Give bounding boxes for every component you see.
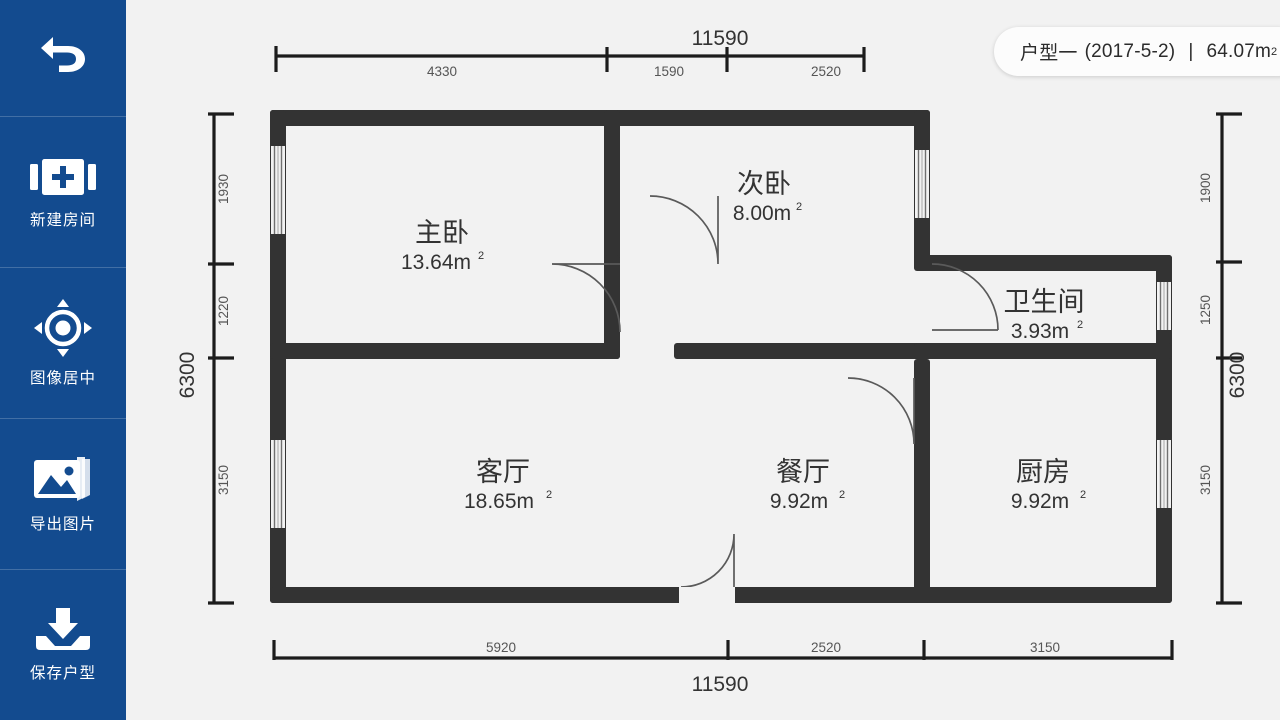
back-arrow-icon [37,29,89,78]
dim-right-total: 6300 [1226,352,1249,399]
room-name-bathroom: 卫生间 [1004,287,1085,317]
dimension-top [274,46,866,72]
dimension-right [1216,112,1242,605]
dim-top-total: 11590 [692,27,749,50]
room-label-master-bedroom: 主卧 13.64m 2 [401,218,484,274]
sidebar-item-export-image[interactable]: 导出图片 [0,418,126,569]
floor-plan-drawing: 11590 4330 1590 2520 5920 2520 3150 1159… [176,27,1249,696]
dim-top-seg-0: 4330 [427,64,457,79]
plan-title-area-unit: 2 [1271,45,1278,58]
dim-top-seg-2: 2520 [811,64,841,79]
room-name-master-bedroom: 主卧 [415,218,469,248]
dim-left-seg-2: 3150 [216,465,231,495]
export-image-icon [32,455,94,508]
dim-right-seg-1: 1250 [1198,295,1213,325]
room-unit-second-bedroom: 2 [796,201,802,213]
walls [270,110,1172,603]
dimension-left [208,112,234,605]
sidebar-item-label-export-image: 导出图片 [29,515,96,533]
sidebar-item-center-image[interactable]: 图像居中 [0,267,126,418]
room-name-kitchen: 厨房 [1016,457,1070,487]
sidebar-item-label-center-image: 图像居中 [29,369,96,387]
sidebar-item-label-save-plan: 保存户型 [29,664,96,682]
room-name-living-room: 客厅 [476,457,530,487]
room-label-bathroom: 卫生间 3.93m 2 [1004,287,1085,343]
room-area-master-bedroom: 13.64m [401,251,471,274]
door-openings [679,587,735,604]
room-name-second-bedroom: 次卧 [737,169,791,199]
room-area-second-bedroom: 8.00m [733,202,791,225]
room-unit-bathroom: 2 [1077,319,1083,331]
doors [551,195,999,588]
save-plan-icon [34,607,92,657]
center-image-icon [34,298,92,362]
dim-left-seg-1: 1220 [216,296,231,326]
new-room-icon [30,155,96,204]
dim-left-seg-0: 1930 [216,174,231,204]
plan-title-area: 64.07m [1206,40,1272,62]
windows [271,146,1171,528]
room-label-second-bedroom: 次卧 8.00m 2 [733,169,802,225]
dim-left-total: 6300 [176,352,199,399]
room-name-dining-room: 餐厅 [776,457,830,487]
room-unit-master-bedroom: 2 [478,250,484,262]
room-unit-living-room: 2 [546,489,552,501]
room-label-dining-room: 餐厅 9.92m 2 [770,457,845,513]
room-area-bathroom: 3.93m [1011,320,1069,343]
room-label-kitchen: 厨房 9.92m 2 [1011,457,1086,513]
dim-right-seg-2: 3150 [1198,465,1213,495]
sidebar: 新建房间 图像居中 [0,0,126,720]
dim-top-seg-1: 1590 [654,64,684,79]
plan-title-date: (2017-5-2) [1084,40,1176,62]
dim-right-seg-0: 1900 [1198,173,1213,203]
sidebar-item-save-plan[interactable]: 保存户型 [0,569,126,720]
sidebar-item-back[interactable] [0,0,126,116]
room-unit-kitchen: 2 [1080,489,1086,501]
floor-plan-canvas[interactable]: 11590 4330 1590 2520 5920 2520 3150 1159… [126,0,1280,720]
dimension-bottom [272,640,1174,660]
room-area-living-room: 18.65m [464,490,534,513]
room-area-dining-room: 9.92m [770,490,828,513]
plan-title-separator: | [1188,40,1194,62]
sidebar-item-new-room[interactable]: 新建房间 [0,116,126,267]
room-label-living-room: 客厅 18.65m 2 [464,457,552,513]
dim-bottom-seg-2: 3150 [1030,640,1060,655]
dim-bottom-seg-1: 2520 [811,640,841,655]
room-area-kitchen: 9.92m [1011,490,1069,513]
sidebar-item-label-new-room: 新建房间 [29,211,96,229]
dim-bottom-seg-0: 5920 [486,640,516,655]
dim-bottom-total: 11590 [692,673,749,696]
room-unit-dining-room: 2 [839,489,845,501]
plan-title-name: 户型一 [1020,43,1078,64]
